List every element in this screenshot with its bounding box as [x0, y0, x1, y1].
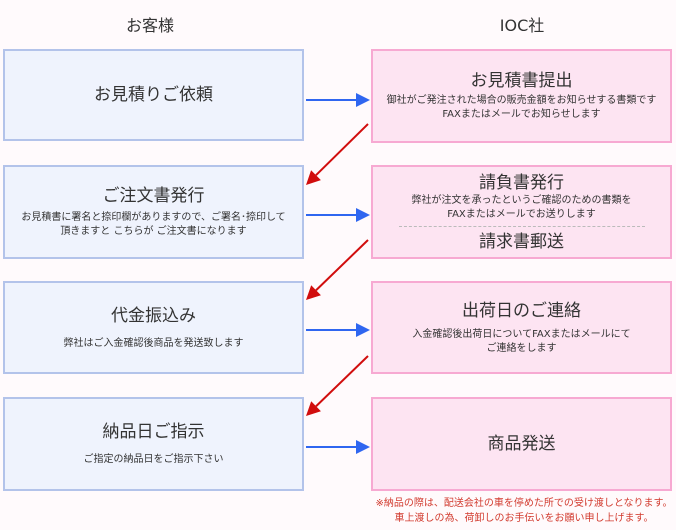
step-title: お見積書提出	[470, 71, 573, 91]
step-title: お見積りご依頼	[94, 85, 213, 105]
return-arrow-line	[315, 239, 369, 291]
step-description: 弊社が注文を承ったというご確認のための書類を FAXまたはメールでお送りします	[411, 194, 632, 220]
customer-step-quote-request: お見積りご依頼	[3, 49, 304, 141]
forward-arrow-head	[356, 323, 370, 337]
customer-step-delivery-date: 納品日ご指示 ご指定の納品日をご指示下さい	[3, 397, 304, 491]
step-description: ご指定の納品日をご指示下さい	[83, 454, 224, 465]
step-title-invoice: 請求書郵送	[479, 231, 564, 252]
customer-column-header: お客様	[125, 16, 174, 35]
forward-arrow-head	[356, 208, 370, 222]
step-description: 御社がご発注された場合の販売金額をお知らせする書類です FAXまたはメールでお知…	[386, 95, 657, 120]
step-title: 請負書発行	[479, 172, 564, 193]
customer-step-payment: 代金振込み 弊社はご入金確認後商品を発送致します	[3, 281, 304, 374]
ioc-step-shipping-notice: 出荷日のご連絡 入金確認後出荷日についてFAXまたはメールにて ご連絡をします	[371, 281, 672, 374]
return-arrow-head	[306, 170, 321, 185]
forward-arrow-head	[356, 440, 370, 454]
step-title: 商品発送	[487, 434, 556, 454]
ioc-step-product-shipment: 商品発送	[371, 397, 672, 491]
step-description: 入金確認後出荷日についてFAXまたはメールにて ご連絡をします	[412, 328, 631, 354]
return-arrow-head	[306, 401, 321, 416]
step-title: 納品日ご指示	[102, 422, 205, 442]
delivery-note: ※納品の際は、配送会社の車を停めた所での受け渡しとなります。 車上渡しの為、荷卸…	[375, 498, 673, 524]
ioc-step-quote-submission: お見積書提出 御社がご発注された場合の販売金額をお知らせする書類です FAXまた…	[371, 49, 672, 143]
ioc-step-acceptance-invoice: 請負書発行 弊社が注文を承ったというご確認のための書類を FAXまたはメールでお…	[371, 165, 672, 259]
ioc-column-header: IOC社	[499, 16, 545, 35]
dashed-divider	[398, 225, 645, 227]
step-title: 代金振込み	[111, 305, 196, 326]
step-title: 出荷日のご連絡	[462, 300, 581, 321]
return-arrow-head	[306, 285, 321, 300]
return-arrow-line	[315, 355, 369, 407]
return-arrow-line	[315, 123, 369, 176]
step-description: 弊社はご入金確認後商品を発送致します	[63, 337, 244, 349]
step-description: お見積書に署名と捺印欄がありますので、ご署名･捺印して 頂きますと こちらが ご…	[21, 212, 286, 237]
step-title: ご注文書発行	[102, 186, 205, 206]
customer-step-order: ご注文書発行 お見積書に署名と捺印欄がありますので、ご署名･捺印して 頂きますと…	[3, 165, 304, 259]
forward-arrow-head	[356, 93, 370, 107]
